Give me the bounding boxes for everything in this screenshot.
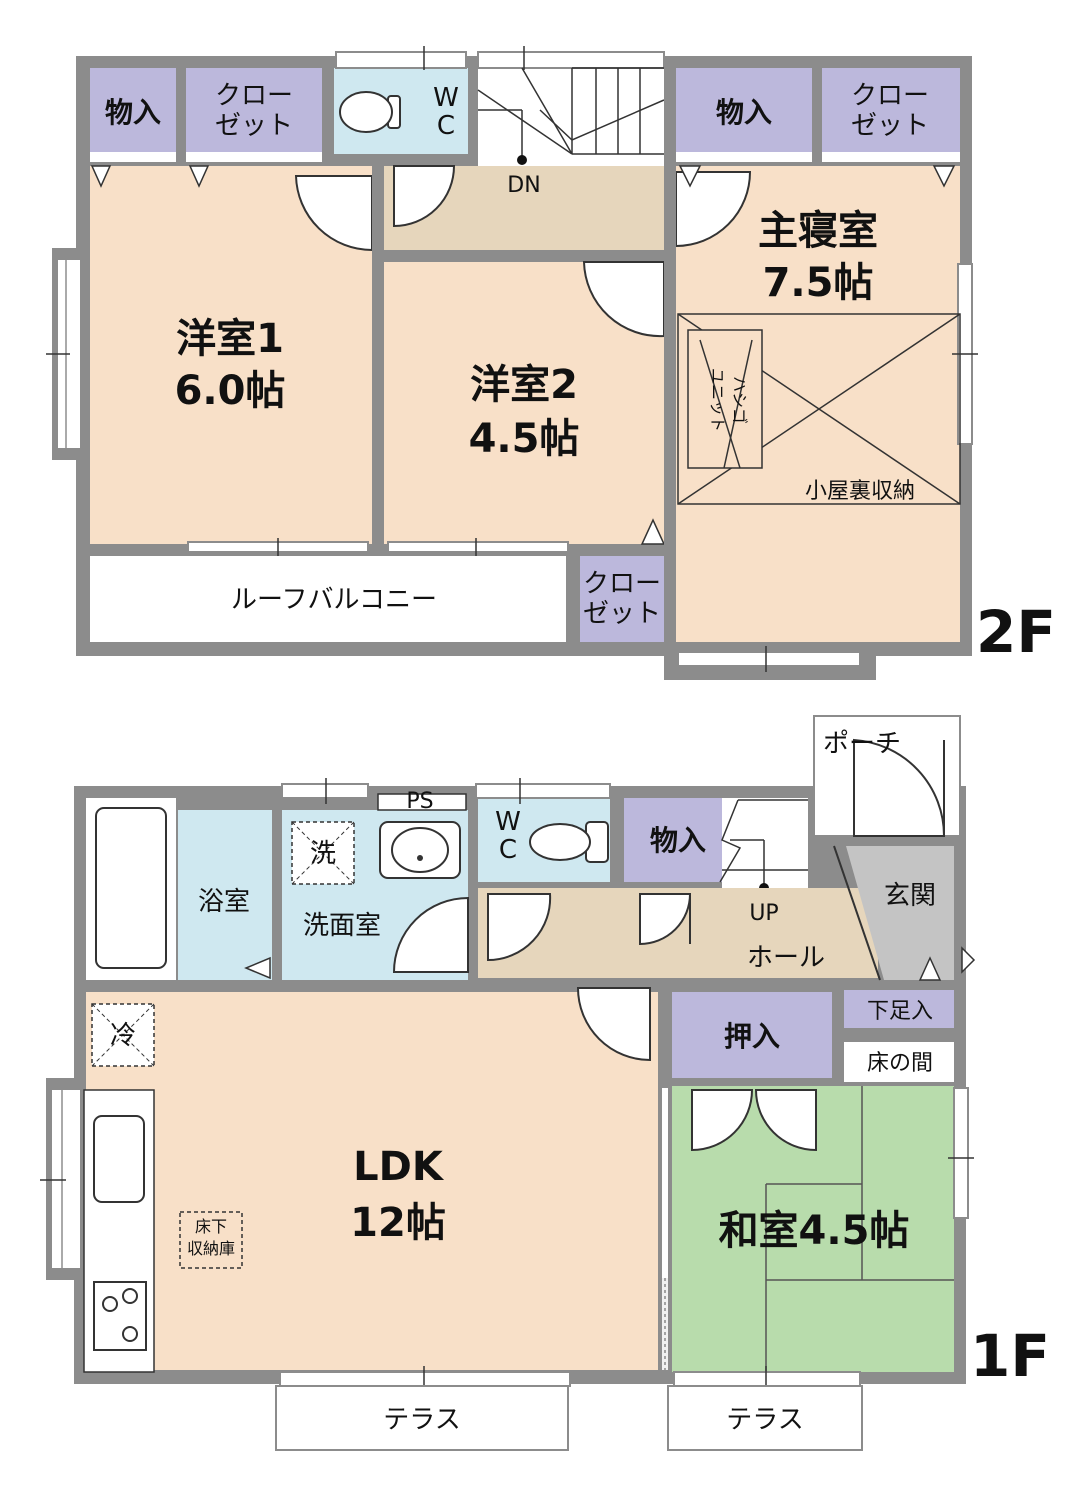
floor2-closet-right-label-2: ゼット [851, 111, 929, 141]
floor2-ladder-unit-label-2: ユニット [708, 368, 727, 432]
toilet-icon [339, 91, 401, 133]
floor1-ldk [86, 992, 658, 1370]
floor1-alcove [844, 1042, 954, 1082]
floor1-hall-label: ホール [747, 943, 825, 973]
stove-icon [93, 1281, 147, 1351]
sink-icon [379, 821, 461, 879]
floor1-shoe-storage-label: 下足入 [867, 999, 933, 1024]
floor2-closet-left-label-2: ゼット [215, 111, 293, 141]
floor2-storage-right-label: 物入 [716, 96, 772, 129]
floor1-entrance [846, 846, 954, 980]
floor1-bathroom-label: 浴室 [198, 887, 250, 917]
floor2-storage-left [90, 68, 176, 154]
floor1-oshiire [672, 992, 832, 1078]
floor1-terrace-right-label: テラス [726, 1405, 803, 1435]
floor2-master-bedroom-name: 主寝室 [758, 208, 878, 254]
floor1-wc-label-2: C [499, 835, 517, 865]
floor1-label: 1F [970, 1322, 1050, 1390]
floor2-storage-right [676, 68, 812, 154]
floor1-shoe-storage [844, 990, 954, 1028]
floor2-master-bedroom-size: 7.5帖 [763, 260, 874, 306]
floor2-wc-label-1: W [433, 83, 459, 113]
floor2-ladder-unit-label-1: ハシゴ [730, 376, 749, 424]
floor1-washroom-label: 洗面室 [303, 911, 381, 941]
floor2-closet-small-label-1: クロー [583, 569, 661, 599]
floor2-wc-label-2: C [437, 111, 455, 141]
floor1-stair [722, 798, 808, 888]
floor2-western1-name: 洋室1 [176, 316, 284, 362]
floor1-porch-label: ポーチ [823, 729, 901, 759]
floor1-wc-label-1: W [495, 807, 521, 837]
floor2-stair-dn-label: DN [507, 173, 540, 198]
toilet-icon [529, 821, 609, 863]
floor2-western2-size: 4.5帖 [469, 416, 580, 462]
first-floor [40, 715, 976, 1451]
floor2-closet-left-label-1: クロー [215, 81, 293, 111]
floor1-stair-up-label: UP [749, 901, 778, 926]
floor1-ldk-size: 12帖 [350, 1200, 446, 1246]
floor1-terrace-left [275, 1385, 569, 1451]
floor2-closet-small [580, 556, 664, 642]
second-floor [46, 46, 978, 680]
floor1-terrace-right [667, 1385, 863, 1451]
floor2-closet-small-label-2: ゼット [583, 599, 661, 629]
bathtub-icon [95, 807, 167, 969]
floor2-western1-size: 6.0帖 [175, 368, 286, 414]
floor2-western2-name: 洋室2 [470, 362, 578, 408]
floor1-ps [377, 793, 467, 811]
floor1-wash-mark: 洗 [310, 839, 336, 869]
floor1-ps-label: PS [406, 789, 433, 814]
kitchen-sink-icon [93, 1115, 145, 1203]
floor1-oshiire-label: 押入 [724, 1020, 780, 1053]
floor2-closet-right [822, 68, 960, 154]
floor1-bathroom [178, 810, 272, 980]
floor1-japanese-room-label: 和室4.5帖 [719, 1208, 910, 1254]
floor1-entrance-label: 玄関 [884, 881, 936, 911]
floor1-storage [624, 798, 738, 882]
floor2-closet-left [186, 68, 322, 154]
floor1-underfloor-storage-label-2: 収納庫 [187, 1239, 235, 1258]
floor1-underfloor-storage-label-1: 床下 [195, 1217, 227, 1236]
floor1-alcove-label: 床の間 [867, 1051, 933, 1076]
floor2-storage-left-label: 物入 [105, 96, 161, 129]
floor1-terrace-left-label: テラス [383, 1405, 460, 1435]
floor2-roof-balcony-label: ルーフバルコニー [231, 585, 437, 615]
attic-storage-area [677, 313, 961, 505]
floor2-closet-right-label-1: クロー [851, 81, 929, 111]
floor1-porch [813, 715, 961, 837]
floor1-fridge-mark: 冷 [110, 1021, 136, 1051]
floor1-ldk-name: LDK [353, 1144, 445, 1190]
floor2-roof-balcony [90, 556, 566, 642]
floor1-storage-label: 物入 [650, 824, 706, 857]
floor2-attic-storage-label: 小屋裏収納 [805, 479, 915, 504]
floor2-label: 2F [976, 598, 1056, 666]
